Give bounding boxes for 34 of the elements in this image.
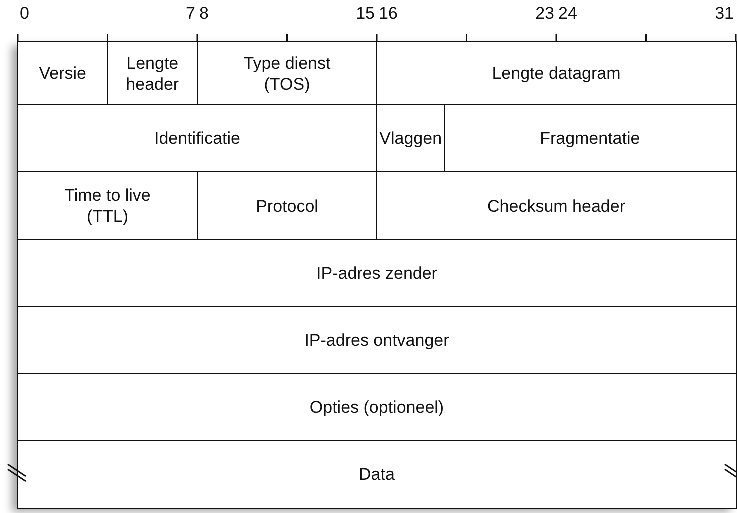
bit-number: 8 xyxy=(200,4,209,24)
field-name: Opties (optioneel) xyxy=(310,397,444,418)
field-name: Lengte datagram xyxy=(492,63,621,84)
header-field xyxy=(444,104,737,173)
field-name: Lengte header xyxy=(125,52,180,94)
field-name: Checksum header xyxy=(488,196,626,216)
field-name: Time to live (TTL) xyxy=(64,185,152,227)
field-name: Type dienst (TOS) xyxy=(242,52,332,94)
header-field xyxy=(17,306,737,375)
field-name: IP-adres ontvanger xyxy=(304,330,450,351)
field-name: IP-adres zender xyxy=(316,263,438,284)
header-field xyxy=(17,171,198,241)
bit-number: 7 xyxy=(186,4,196,24)
bit-number: 15 xyxy=(356,4,375,24)
header-field xyxy=(376,41,737,106)
field-name: Versie xyxy=(39,63,86,84)
header-field xyxy=(17,239,737,308)
field-name: Vlaggen xyxy=(380,128,442,149)
field-name: Fragmentatie xyxy=(540,128,640,149)
header-field xyxy=(376,104,446,173)
header-field xyxy=(376,171,737,241)
bit-number: 24 xyxy=(558,4,578,24)
field-name: Identificatie xyxy=(154,128,240,149)
bit-number: 0 xyxy=(20,4,30,24)
bit-number: 23 xyxy=(536,4,554,24)
header-field xyxy=(17,104,378,173)
field-name: Data xyxy=(359,464,395,485)
bit-number: 16 xyxy=(379,4,398,24)
bit-number: 31 xyxy=(715,4,734,24)
header-field xyxy=(17,373,737,442)
header-field xyxy=(17,41,108,106)
header-field xyxy=(107,41,198,106)
field-name: Protocol xyxy=(256,196,318,216)
header-field xyxy=(17,440,737,509)
